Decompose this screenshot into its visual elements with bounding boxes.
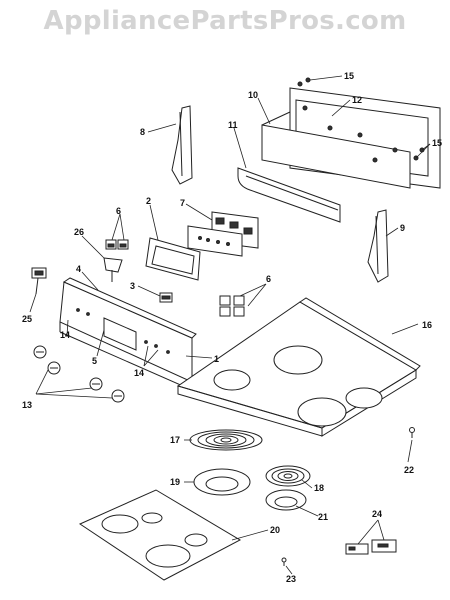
- callout-5: 5: [92, 356, 97, 366]
- callout-12: 12: [352, 95, 362, 105]
- callouts: 1 2 3 4 5 6 6 7 8 9 10 11 12 13 14 14 15…: [22, 71, 442, 584]
- callout-18: 18: [314, 483, 324, 493]
- terminal-block[interactable]: [31, 267, 47, 295]
- callout-21: 21: [318, 512, 328, 522]
- switches-upper[interactable]: [105, 239, 129, 250]
- callout-25: 25: [22, 314, 32, 324]
- callout-11: 11: [228, 120, 238, 130]
- callout-16: 16: [422, 320, 432, 330]
- callout-6a: 6: [116, 206, 121, 216]
- backguard-panel[interactable]: [261, 87, 441, 189]
- callout-14a: 14: [60, 330, 70, 340]
- leader-lines: [29, 75, 431, 575]
- callout-24: 24: [372, 509, 382, 519]
- callout-19: 19: [170, 477, 180, 487]
- callout-23: 23: [286, 574, 296, 584]
- callout-13: 13: [22, 400, 32, 410]
- bracket[interactable]: [103, 257, 123, 282]
- callout-1: 1: [214, 354, 219, 364]
- screws-top[interactable]: [297, 77, 311, 87]
- screw-23[interactable]: [281, 557, 287, 566]
- watermark-text: AppliancePartsPros.com: [43, 6, 407, 36]
- callout-15b: 15: [432, 138, 442, 148]
- callout-6b: 6: [266, 274, 271, 284]
- callout-17: 17: [170, 435, 180, 445]
- electronic-control[interactable]: [187, 211, 259, 257]
- callout-2: 2: [146, 196, 151, 206]
- callout-14b: 14: [134, 368, 144, 378]
- callout-15a: 15: [344, 71, 354, 81]
- callout-8: 8: [140, 127, 145, 137]
- backguard-trim[interactable]: [237, 167, 341, 223]
- main-top[interactable]: [176, 297, 421, 437]
- knobs[interactable]: [33, 345, 125, 403]
- end-cap-right[interactable]: [367, 209, 389, 283]
- drip-bowl-large[interactable]: [193, 468, 251, 496]
- coil-element-small[interactable]: [265, 465, 311, 487]
- callout-4: 4: [76, 264, 81, 274]
- callout-10: 10: [248, 90, 258, 100]
- cooktop-glass[interactable]: [78, 489, 242, 581]
- callout-26: 26: [74, 227, 84, 237]
- coil-element-large[interactable]: [189, 429, 263, 451]
- switch-small[interactable]: [159, 292, 173, 303]
- screw-22[interactable]: [409, 427, 415, 439]
- callout-3: 3: [130, 281, 135, 291]
- display-lens[interactable]: [145, 237, 201, 281]
- drip-bowl-small[interactable]: [265, 489, 307, 511]
- labels-kit[interactable]: [345, 539, 397, 555]
- end-cap-left[interactable]: [171, 105, 193, 185]
- callout-7: 7: [180, 198, 185, 208]
- callout-9: 9: [400, 223, 405, 233]
- callout-22: 22: [404, 465, 414, 475]
- callout-20: 20: [270, 525, 280, 535]
- switches-lower[interactable]: [219, 295, 245, 317]
- control-panel[interactable]: [59, 277, 197, 391]
